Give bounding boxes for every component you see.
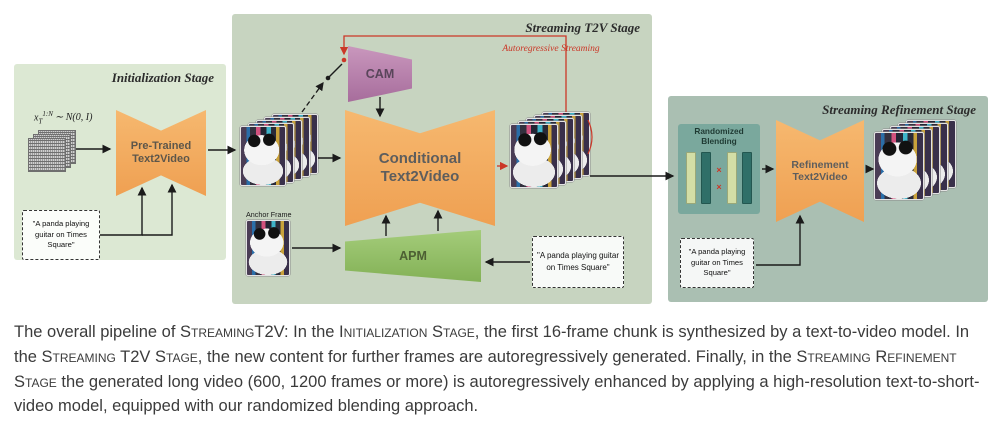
blend-label-line1: Randomized <box>694 126 744 136</box>
caption-segment-smallcaps: Initialization Stage <box>339 323 475 341</box>
randomized-blending-label: Randomized Blending <box>678 126 760 147</box>
caption-segment-smallcaps: Streaming <box>180 323 255 341</box>
refinement-label-line1: Refinement <box>791 158 849 171</box>
streaming-t2v-stage-title: Streaming T2V Stage <box>525 20 640 35</box>
initialization-stage: Initialization Stage xT1:N∼ N(0, I) Pre-… <box>14 64 226 260</box>
caption-segment-smallcaps: Streaming Refinement Stage <box>14 347 957 391</box>
figure-caption: The overall pipeline of StreamingT2V: In… <box>0 312 1000 419</box>
x-mark-icon: × <box>716 181 722 192</box>
refinement-label-line2: Text2Video <box>792 171 848 183</box>
caption-segment: , the first 16-frame chunk is synthesize… <box>14 323 970 366</box>
pretrained-label-line2: Text2Video <box>132 153 190 165</box>
caption-segment: T2V: In the <box>254 323 340 341</box>
cam-node: CAM <box>348 46 412 102</box>
pretrained-label-line1: Pre-Trained <box>130 140 192 153</box>
autoregressive-streaming-label: Autoregressive Streaming <box>502 44 600 54</box>
noise-frame <box>28 138 66 172</box>
prompt-box-init: "A panda playing guitar on Times Square" <box>22 210 100 260</box>
caption-segment: The overall pipeline of <box>14 323 181 341</box>
streaming-t2v-stage: Streaming T2V Stage Autoregressive Strea… <box>232 14 652 304</box>
streaming-refinement-stage: Streaming Refinement Stage Randomized Bl… <box>668 96 988 302</box>
prompt-box-stream: "A panda playing guitar on Times Square" <box>532 236 624 288</box>
blending-bars: × × <box>678 150 760 204</box>
blend-label-line2: Blending <box>701 135 737 146</box>
apm-node: APM <box>345 230 481 282</box>
streaming-refinement-stage-title: Streaming Refinement Stage <box>822 102 976 117</box>
refinement-text2video-node: Refinement Text2Video <box>776 120 864 222</box>
prompt-box-refine: "A panda playing guitar on Times Square" <box>680 238 754 288</box>
pipeline-diagram: Initialization Stage xT1:N∼ N(0, I) Pre-… <box>14 14 988 304</box>
anchor-frame-image <box>246 220 290 276</box>
conditional-label-line1: Conditional <box>378 150 462 168</box>
blend-bar <box>701 151 712 204</box>
video-frame <box>510 124 558 188</box>
conditional-label-line2: Text2Video <box>380 168 460 185</box>
caption-segment-smallcaps: Streaming T2V Stage <box>41 347 198 366</box>
initialization-stage-title: Initialization Stage <box>111 70 214 85</box>
math-tail: ∼ N(0, I) <box>54 112 93 124</box>
video-frame <box>874 132 924 200</box>
blend-bar <box>726 151 737 204</box>
noise-frames-stack <box>28 130 78 174</box>
blend-bar <box>741 151 752 204</box>
noise-math-label: xT1:N∼ N(0, I) <box>34 110 92 125</box>
caption-segment: the generated long video (600, 1200 fram… <box>14 372 980 416</box>
conditional-text2video-node: Conditional Text2Video <box>345 110 495 226</box>
x-mark-icon: × <box>716 164 722 175</box>
randomized-blending-node: Randomized Blending × × <box>678 124 760 214</box>
blend-cross-marks: × × <box>716 154 721 204</box>
math-sup: 1:N <box>42 110 53 118</box>
pretrained-text2video-node: Pre-Trained Text2Video <box>116 110 206 196</box>
math-sub: T <box>38 117 43 126</box>
math-base: x <box>34 112 39 124</box>
blend-bar <box>686 151 697 204</box>
caption-segment: , the new content for further frames are… <box>197 347 797 366</box>
anchor-frame-label: Anchor Frame <box>246 210 292 219</box>
video-frame <box>240 126 286 186</box>
